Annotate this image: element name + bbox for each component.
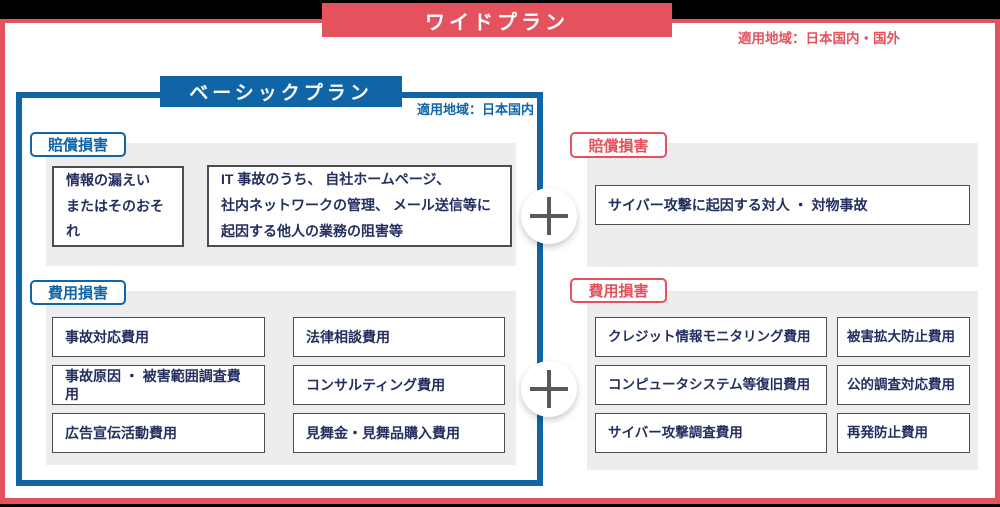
wide-expense-label: 費用損害 — [570, 278, 667, 303]
basic-plan-region-note: 適用地域：日本国内 — [416, 102, 534, 117]
wide-expense-item: サイバー攻撃調査費用 — [595, 413, 827, 453]
basic-liability-label: 賠償損害 — [30, 132, 126, 157]
basic-plan-title: ベーシックプラン — [160, 76, 402, 107]
basic-liability-item: 情報の漏えい またはそのおそれ — [52, 166, 184, 247]
wide-expense-item: クレジット情報モニタリング費用 — [595, 317, 827, 357]
basic-expense-item: 法律相談費用 — [293, 317, 505, 357]
basic-liability-item: IT 事故のうち、 自社ホームページ、 社内ネットワークの管理、 メール送信等に… — [207, 165, 512, 247]
plus-icon — [521, 188, 577, 244]
wide-expense-item: 再発防止費用 — [837, 413, 970, 453]
plus-icon — [521, 361, 577, 417]
basic-expense-item: 見舞金・見舞品購入費用 — [293, 413, 505, 453]
wide-expense-item: 公的調査対応費用 — [837, 365, 970, 405]
basic-expense-item: コンサルティング費用 — [293, 365, 505, 405]
basic-expense-item: 事故対応費用 — [52, 317, 265, 357]
basic-expense-item: 事故原因 ・ 被害範囲調査費用 — [52, 365, 265, 405]
wide-liability-label: 賠償損害 — [570, 132, 667, 158]
wide-expense-item: コンピュータシステム等復旧費用 — [595, 365, 827, 405]
wide-expense-item: 被害拡大防止費用 — [837, 317, 970, 357]
wide-plan-title: ワイドプラン — [322, 3, 672, 37]
basic-expense-item: 広告宣伝活動費用 — [52, 413, 265, 453]
wide-plan-region-note: 適用地域：日本国内・国外 — [738, 31, 900, 46]
wide-liability-item: サイバー攻撃に起因する対人 ・ 対物事故 — [595, 185, 970, 225]
basic-expense-label: 費用損害 — [30, 280, 126, 305]
